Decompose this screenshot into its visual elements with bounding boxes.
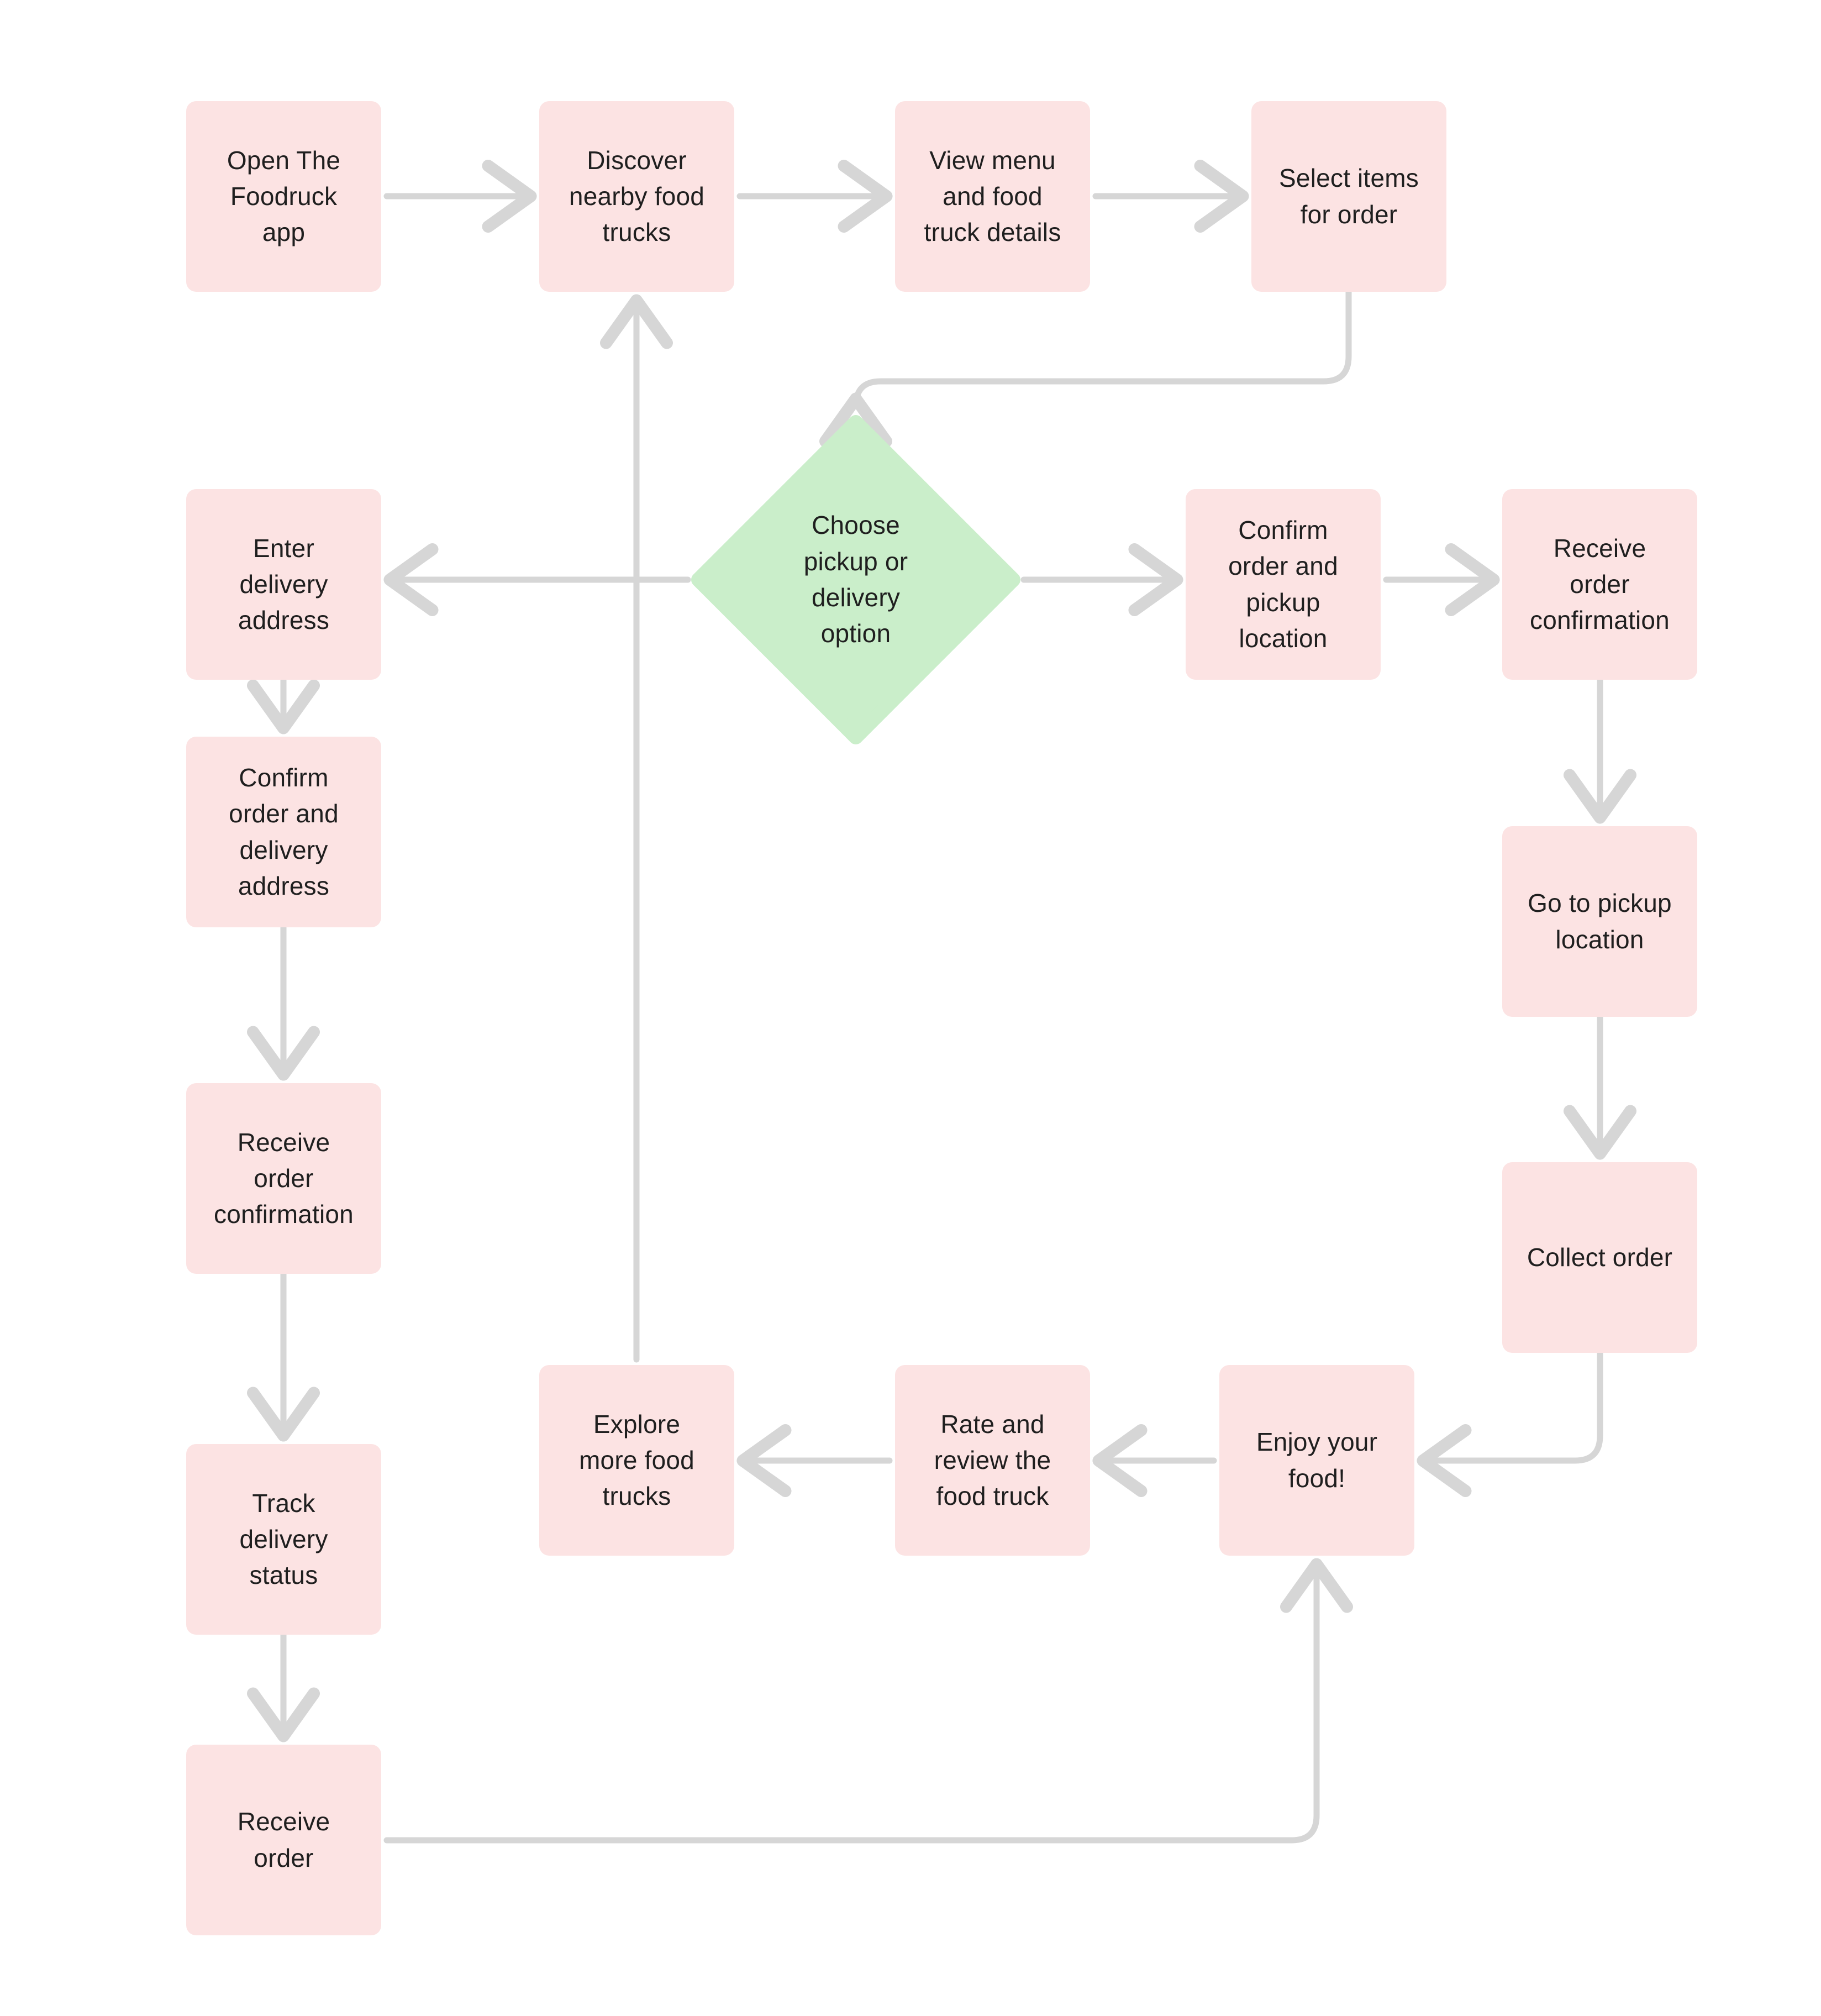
node-label: Receive order confirmation: [214, 1127, 354, 1229]
node-label: View menu and food truck details: [924, 145, 1061, 247]
node-label: Select items for order: [1279, 164, 1419, 229]
node-label: Receive order confirmation: [1530, 533, 1670, 635]
node-label: Collect order: [1527, 1242, 1673, 1272]
edge-select-items-to-choose: [819, 288, 1352, 448]
node-label: Explore more food trucks: [579, 1409, 694, 1511]
diamond-shape: [691, 415, 1020, 744]
node-label: Go to pickup location: [1528, 889, 1672, 954]
node-choose-pickup-or-delivery-option[interactable]: Choose pickup or delivery option: [691, 414, 1021, 745]
node-receive-order-confirmation-delivery[interactable]: Receive order confirmation: [186, 1083, 381, 1274]
node-label: Discover nearby food trucks: [569, 145, 705, 247]
node-label: Receive order: [237, 1807, 330, 1872]
node-discover-nearby-food-trucks[interactable]: Discover nearby food trucks: [539, 101, 734, 292]
node-collect-order[interactable]: Collect order: [1502, 1162, 1697, 1353]
node-label: Choose pickup or delivery option: [803, 511, 908, 648]
node-confirm-order-and-pickup-location[interactable]: Confirm order and pickup location: [1186, 489, 1381, 680]
node-rate-and-review-the-food-truck[interactable]: Rate and review the food truck: [895, 1365, 1090, 1556]
node-label: Enjoy your food!: [1256, 1427, 1378, 1493]
node-receive-order-confirmation-pickup[interactable]: Receive order confirmation: [1502, 489, 1697, 680]
node-label: Track delivery status: [239, 1488, 328, 1590]
edge-receive-order-to-enjoy-food: [383, 1558, 1353, 1844]
node-go-to-pickup-location[interactable]: Go to pickup location: [1502, 826, 1697, 1017]
edge-collect-order-to-enjoy-food: [1417, 1350, 1603, 1497]
node-label: Confirm order and pickup location: [1228, 515, 1338, 653]
node-label: Rate and review the food truck: [934, 1409, 1051, 1511]
node-open-app[interactable]: Open The Foodruck app: [186, 101, 381, 292]
node-receive-order[interactable]: Receive order: [186, 1745, 381, 1935]
node-select-items-for-order[interactable]: Select items for order: [1251, 101, 1446, 292]
node-enjoy-your-food[interactable]: Enjoy your food!: [1219, 1365, 1414, 1556]
node-label: Open The Foodruck app: [227, 145, 341, 247]
node-confirm-order-and-delivery-address[interactable]: Confirm order and delivery address: [186, 737, 381, 927]
node-track-delivery-status[interactable]: Track delivery status: [186, 1444, 381, 1635]
node-label: Enter delivery address: [238, 533, 330, 635]
node-explore-more-food-trucks[interactable]: Explore more food trucks: [539, 1365, 734, 1556]
node-view-menu-and-food-truck-details[interactable]: View menu and food truck details: [895, 101, 1090, 292]
node-enter-delivery-address[interactable]: Enter delivery address: [186, 489, 381, 680]
node-label: Confirm order and delivery address: [229, 763, 339, 900]
